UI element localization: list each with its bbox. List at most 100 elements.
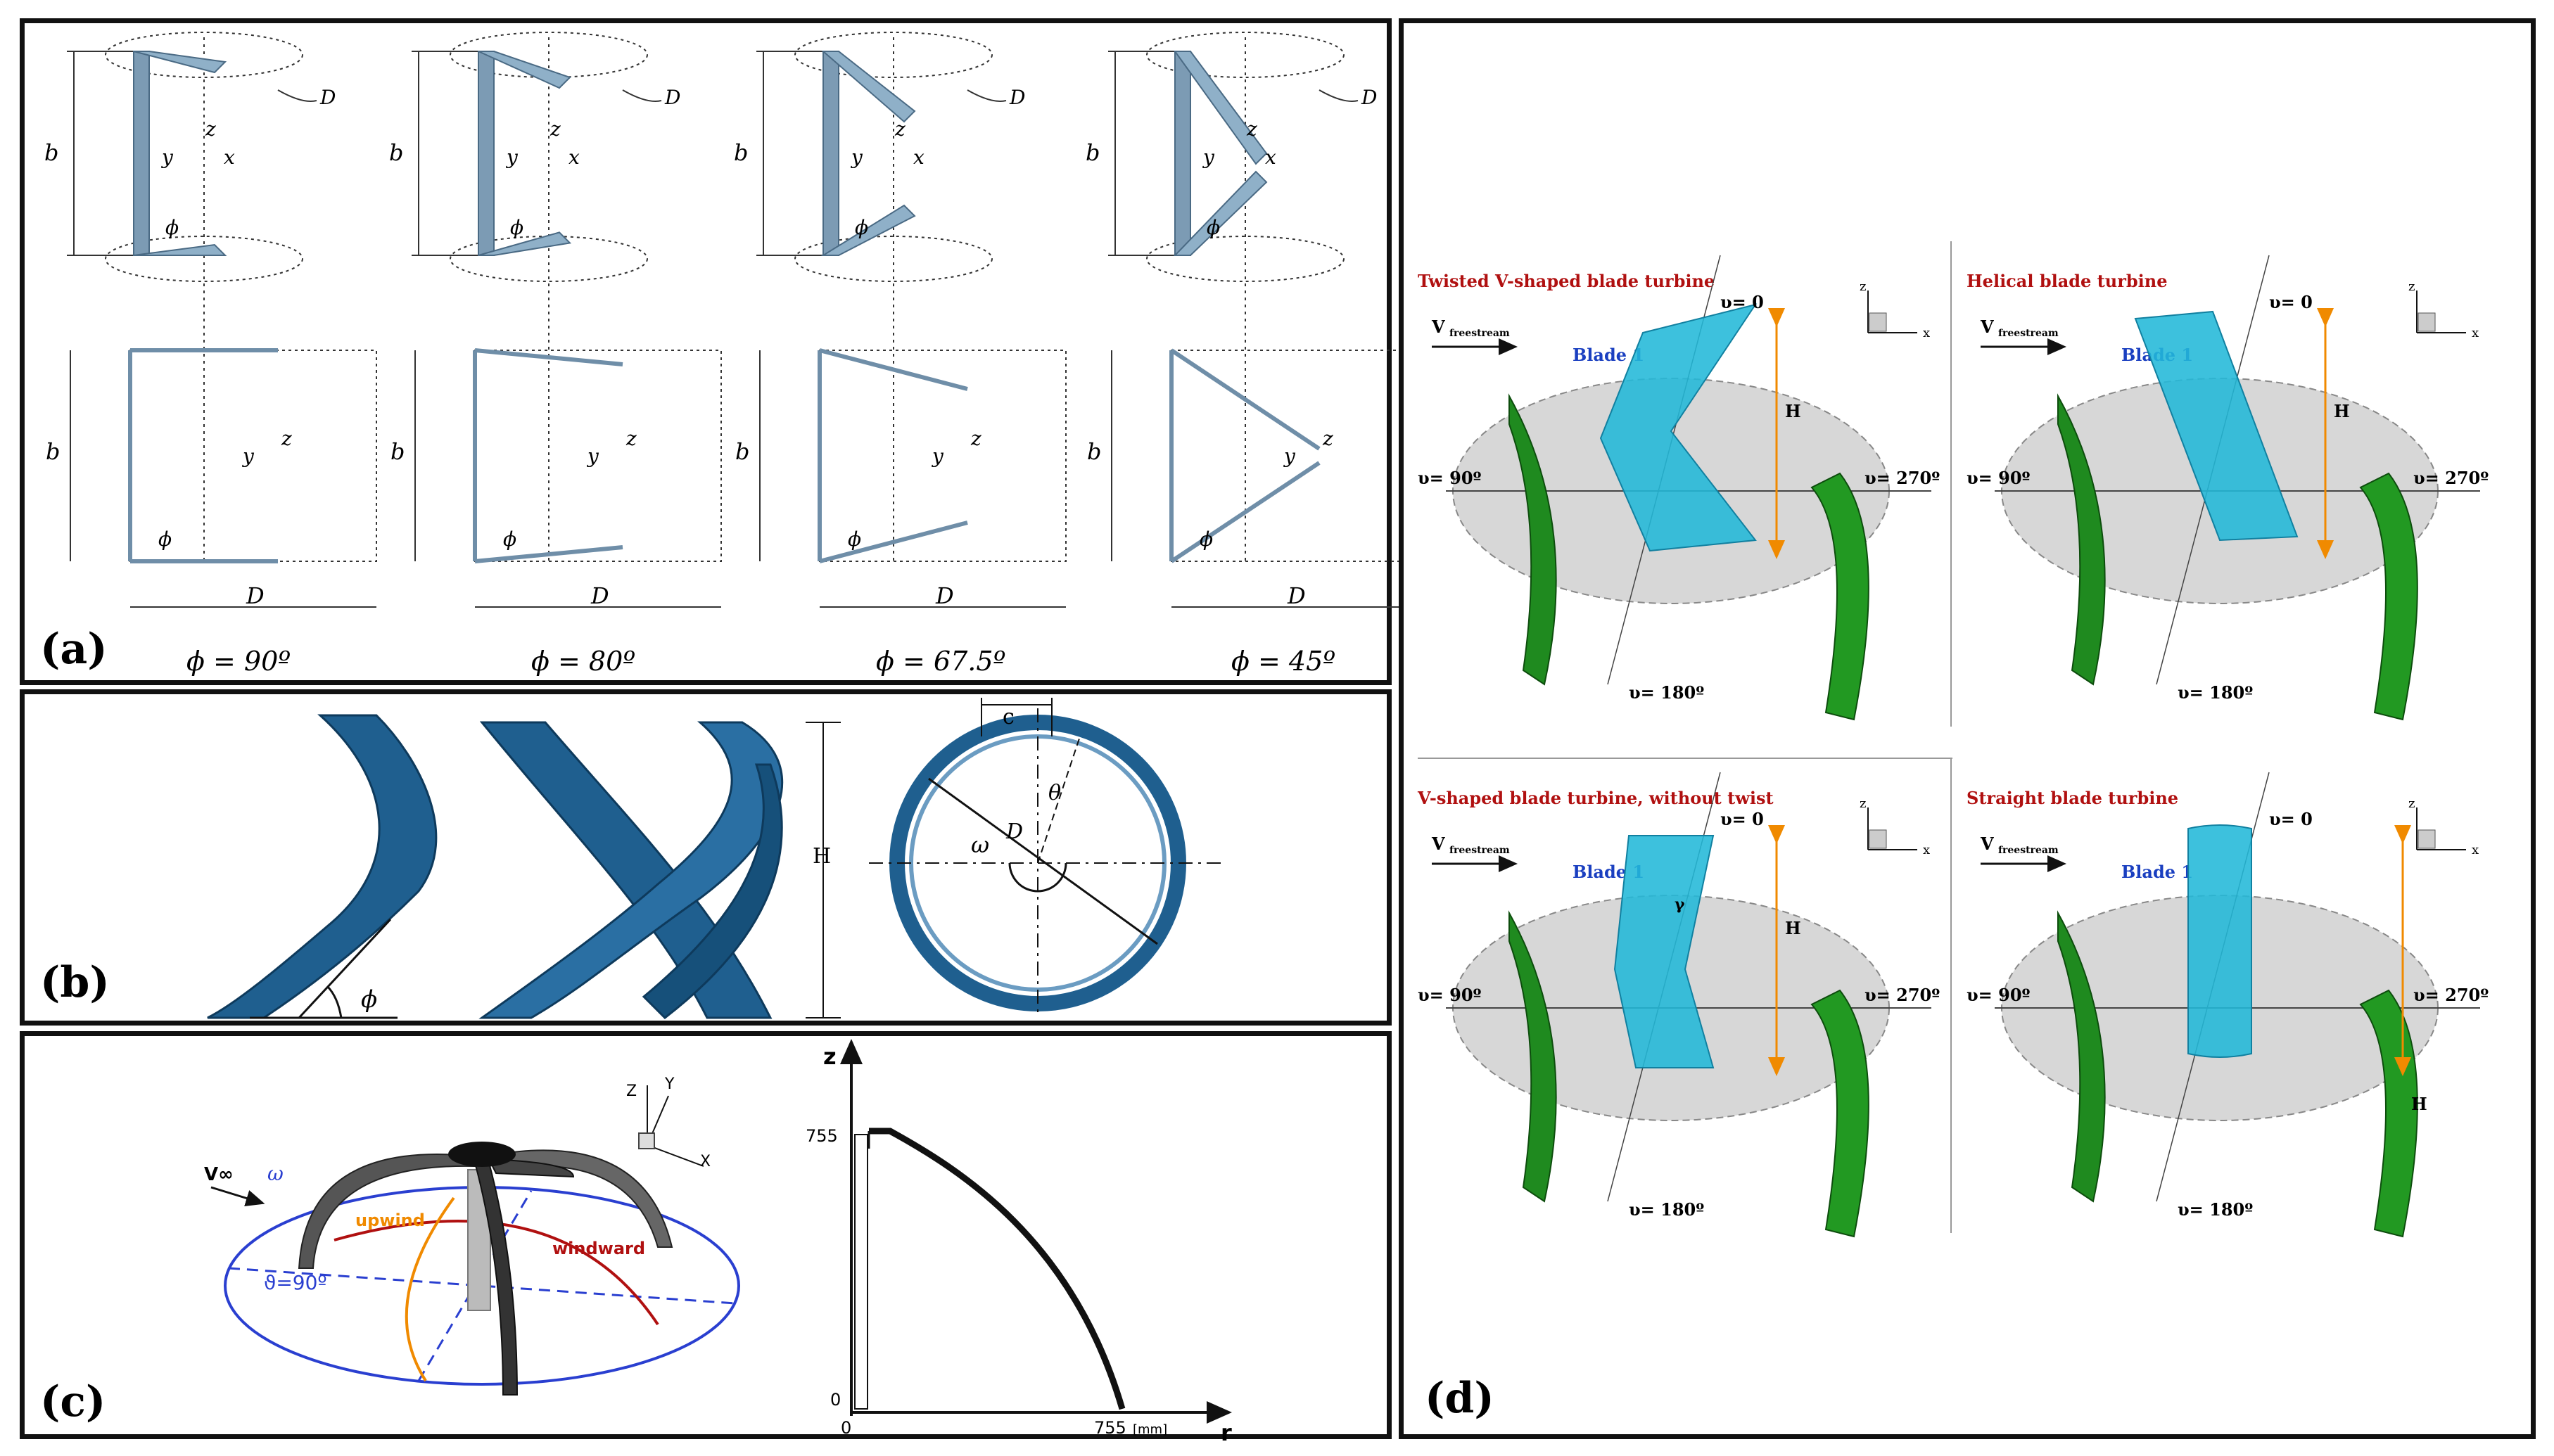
blade-profile-curve xyxy=(869,1128,1126,1410)
freestream-sub: freestream xyxy=(1449,328,1510,339)
profile-z-label: z xyxy=(823,1043,837,1070)
b-label-3d: b xyxy=(44,139,58,166)
green-blade-left xyxy=(2057,910,2106,1203)
profile-shaft xyxy=(854,1134,868,1410)
green-blade-right xyxy=(1810,989,1869,1238)
profile-unit: [mm] xyxy=(1133,1422,1167,1437)
top-arm xyxy=(478,51,571,89)
axis-z-3d: z xyxy=(894,117,906,141)
panel-b-label: (b) xyxy=(40,958,110,1007)
freestream-sub: freestream xyxy=(1449,845,1510,856)
phi-symbol-b: ϕ xyxy=(361,985,377,1014)
profile-right-tick: 755 xyxy=(1094,1418,1126,1438)
axis-x-3d: x xyxy=(568,146,580,169)
curved-blade-3 xyxy=(474,1162,519,1396)
cyan-blade-1 xyxy=(2134,310,2299,542)
blade-2d-top-arm xyxy=(1170,348,1321,451)
b-label-2d: b xyxy=(390,438,405,465)
diameter-label-3d: D xyxy=(1009,86,1025,109)
phi-symbol-2d: ϕ xyxy=(1200,528,1213,551)
bottom-ellipse xyxy=(1146,236,1345,282)
axis-y-2d: y xyxy=(1283,445,1296,468)
upsilon-0: υ= 0 xyxy=(2269,292,2313,312)
cell-title: Helical blade turbine xyxy=(1967,271,2167,291)
b-label-3d: b xyxy=(1086,139,1100,166)
triad-x-axis xyxy=(647,1144,704,1167)
blade-vertical xyxy=(1174,51,1191,256)
top-ellipse xyxy=(1146,32,1345,78)
profile-zero-y: 0 xyxy=(830,1390,841,1410)
blade-2d-top-arm xyxy=(474,348,623,366)
triad-x: x xyxy=(1923,326,1930,340)
triad-box xyxy=(1869,312,1887,332)
blade-tangent-line xyxy=(298,918,392,1019)
bottom-arm xyxy=(133,243,227,256)
profile-zero-x: 0 xyxy=(841,1418,851,1438)
windward-label: windward xyxy=(552,1239,645,1258)
freestream-v: V xyxy=(1980,317,1994,337)
triad-z: z xyxy=(2408,279,2415,294)
v-inf-arrow xyxy=(210,1186,265,1207)
triad-z: Z xyxy=(626,1083,637,1100)
D-leader xyxy=(622,89,662,102)
triad-z: z xyxy=(2408,796,2415,811)
D-label-2d: D xyxy=(1287,582,1306,609)
blade-vertical xyxy=(822,51,839,256)
top-ellipse xyxy=(794,32,993,78)
phi-symbol-3d: ϕ xyxy=(1207,216,1220,239)
diameter-label-3d: D xyxy=(319,86,336,109)
theta-90-label: ϑ=90º xyxy=(264,1271,327,1294)
diameter-label-3d: D xyxy=(1361,86,1377,109)
freestream-v: V xyxy=(1431,834,1445,854)
green-blade-left xyxy=(1508,393,1557,686)
side-view-box xyxy=(1171,350,1418,562)
triad-x: x xyxy=(2472,326,2479,340)
axis-z-3d: z xyxy=(205,117,216,141)
top-ellipse xyxy=(450,32,648,78)
blade-1-label: Blade 1 xyxy=(2121,862,2193,882)
gamma-label: γ xyxy=(1675,895,1685,914)
helical-blade-single xyxy=(207,714,438,1019)
upsilon-180: υ= 180º xyxy=(2178,682,2253,703)
axis-x-3d: x xyxy=(1265,146,1276,169)
panel-c-label: (c) xyxy=(40,1377,106,1426)
panel-a-label: (a) xyxy=(40,625,108,674)
top-arm xyxy=(133,51,227,74)
panel-b-diagram: ϕ H θ D ω c (b) xyxy=(40,698,1221,1019)
upsilon-180: υ= 180º xyxy=(1629,1199,1704,1220)
phi-label-90: ϕ = 90º xyxy=(186,646,291,677)
axis-y-3d: y xyxy=(1202,146,1215,169)
phi-symbol-2d: ϕ xyxy=(158,528,172,551)
top-arm xyxy=(1174,51,1268,165)
profile-r-label: r xyxy=(1221,1419,1232,1446)
triad-box xyxy=(1869,829,1887,849)
bottom-ellipse xyxy=(450,236,648,282)
diameter-label-b: D xyxy=(1005,819,1023,844)
top-arm xyxy=(821,51,916,123)
height-label: H xyxy=(2334,401,2350,421)
freestream-sub: freestream xyxy=(1998,845,2059,856)
axis-y-2d: y xyxy=(931,445,944,468)
upsilon-0: υ= 0 xyxy=(1720,809,1764,829)
upsilon-90: υ= 90º xyxy=(1967,985,2031,1005)
green-blade-right xyxy=(2359,472,2418,721)
height-label: H xyxy=(2411,1094,2427,1114)
bottom-arm xyxy=(1173,170,1268,256)
side-view-box xyxy=(819,350,1067,562)
rotor-hub xyxy=(448,1142,516,1167)
panel-c: V∞ ω upwind windward ϑ=90º Z Y X z r 755… xyxy=(20,1031,1392,1446)
windward-arc xyxy=(333,1220,659,1326)
bottom-arm xyxy=(478,231,572,256)
freestream-v: V xyxy=(1431,317,1445,337)
upsilon-90: υ= 90º xyxy=(1418,985,1482,1005)
freestream-sub: freestream xyxy=(1998,328,2059,339)
triad-cube xyxy=(638,1132,655,1149)
triad-x: x xyxy=(2472,843,2479,857)
axis-z-2d: z xyxy=(970,427,981,450)
